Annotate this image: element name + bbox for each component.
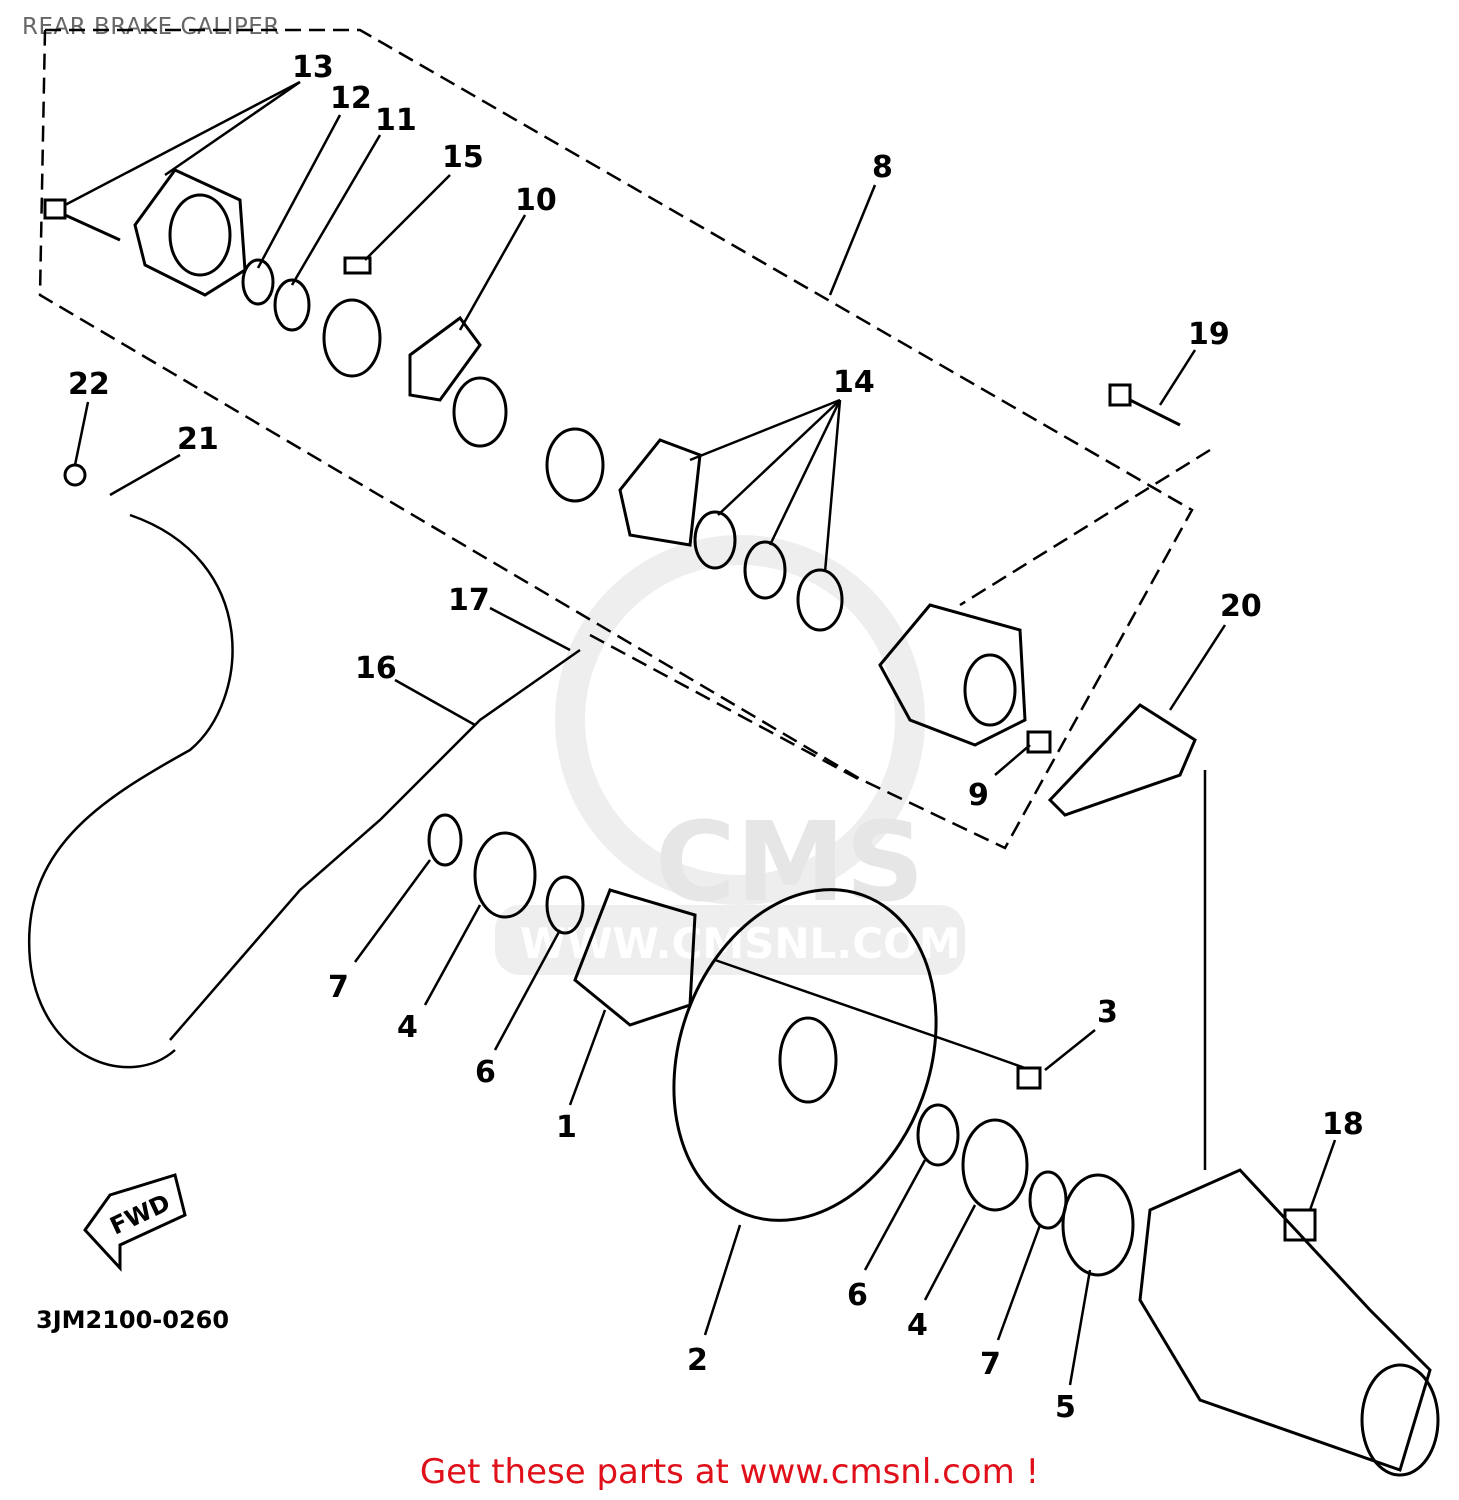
callout: 22	[68, 367, 110, 402]
hub-1	[573, 888, 697, 1027]
cover-12	[133, 168, 247, 297]
callout: 17	[448, 583, 490, 618]
seal-4	[473, 831, 537, 919]
bolt-18	[1283, 1208, 1317, 1242]
callout: 6	[847, 1278, 868, 1313]
bolt-13	[43, 198, 121, 242]
bearing	[545, 427, 605, 503]
caliper-body	[878, 603, 1027, 747]
callout: 9	[968, 778, 989, 813]
fwd-label: FWD	[106, 1189, 175, 1241]
assembly-outline	[38, 28, 1211, 1070]
seal-5	[1061, 1173, 1135, 1277]
axle-housing	[1138, 1168, 1440, 1477]
nut-22	[63, 463, 87, 487]
diagram-code: 3JM2100-0260	[36, 1306, 229, 1334]
callout-numbers: 13 12 11 15 10 8 19 14 22 21 17 20 16 9 …	[68, 50, 1364, 1425]
callout: 4	[397, 1010, 418, 1045]
callout: 3	[1097, 995, 1118, 1030]
bolt-3	[1016, 1066, 1042, 1090]
bleeder-9	[1026, 730, 1052, 754]
brake-cable-21	[27, 513, 234, 1069]
callout: 21	[177, 422, 219, 457]
callout: 10	[515, 183, 557, 218]
callout: 2	[687, 1343, 708, 1378]
callout: 13	[292, 50, 334, 85]
circlip-7	[427, 813, 463, 867]
callout: 15	[442, 140, 484, 175]
o-ring-6b	[916, 1103, 960, 1167]
callout: 8	[872, 150, 893, 185]
callout: 14	[833, 365, 875, 400]
plate-10	[408, 315, 482, 402]
callout: 18	[1322, 1107, 1364, 1142]
gear	[452, 376, 508, 448]
callout: 20	[1220, 589, 1262, 624]
seal-4b	[961, 1118, 1029, 1212]
callout: 7	[980, 1347, 1001, 1382]
o-ring-14a	[693, 510, 737, 570]
cable-adjuster-16	[169, 648, 581, 1041]
brake-disc-2	[672, 888, 938, 1222]
cms-watermark: CMS WWW.CMSNL.COM	[495, 535, 965, 975]
parts: FWD	[27, 168, 1440, 1477]
callout: 6	[475, 1055, 496, 1090]
callout: 11	[375, 103, 417, 138]
bolt-19	[1108, 383, 1181, 427]
callout: 7	[328, 970, 349, 1005]
o-ring-14b	[743, 540, 787, 600]
o-ring-6	[545, 875, 585, 935]
callout: 5	[1055, 1390, 1076, 1425]
callout: 19	[1188, 317, 1230, 352]
seal-12	[241, 258, 275, 306]
adjuster	[322, 298, 382, 378]
callout: 1	[556, 1110, 577, 1145]
callout: 4	[907, 1308, 928, 1343]
piston-11	[273, 278, 311, 332]
pin-15	[343, 256, 372, 275]
fwd-arrow: FWD	[83, 1173, 187, 1272]
piston-14	[796, 568, 844, 632]
diagram-title: REAR BRAKE CALIPER	[22, 14, 280, 40]
leader-lines	[64, 80, 1337, 1386]
callout: 12	[330, 81, 372, 116]
circlip-7b	[1028, 1170, 1068, 1230]
gasket-14	[618, 438, 702, 547]
footer-link[interactable]: Get these parts at www.cmsnl.com !	[0, 1452, 1459, 1492]
footer-link-text[interactable]: Get these parts at www.cmsnl.com !	[419, 1452, 1040, 1492]
watermark-site: WWW.CMSNL.COM	[520, 919, 961, 968]
callout: 16	[355, 651, 397, 686]
bracket-20	[1047, 703, 1197, 817]
